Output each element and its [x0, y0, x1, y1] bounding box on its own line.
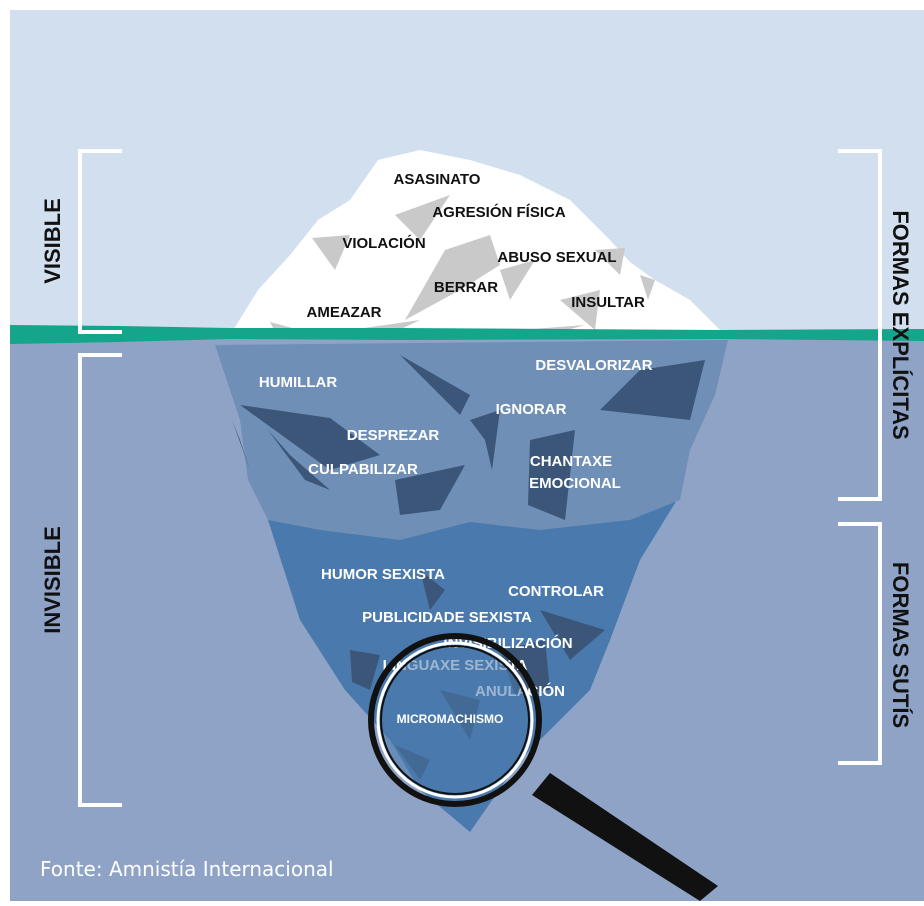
label-berrar: BERRAR: [434, 279, 498, 296]
label-chantaxe: CHANTAXE: [530, 453, 612, 470]
label-insultar: INSULTAR: [571, 294, 645, 311]
label-asasinato: ASASINATO: [394, 171, 481, 188]
label-violacion: VIOLACIÓN: [342, 234, 425, 252]
side-label-explicit: FORMAS EXPLÍCITAS: [888, 210, 913, 439]
label-agresion-fisica: AGRESIÓN FÍSICA: [432, 203, 566, 221]
label-desprezar: DESPREZAR: [347, 427, 440, 444]
label-publicidade-sexista: PUBLICIDADE SEXISTA: [362, 609, 532, 626]
iceberg-middle: [215, 340, 728, 540]
label-humillar: HUMILLAR: [259, 374, 337, 391]
label-abuso-sexual: ABUSO SEXUAL: [497, 249, 616, 266]
label-desvalorizar: DESVALORIZAR: [535, 357, 652, 374]
below-water-upper-labels: HUMILLAR DESVALORIZAR IGNORAR DESPREZAR …: [259, 357, 653, 492]
bracket-invisible: [78, 353, 122, 807]
magnifying-glass-icon: [368, 633, 718, 901]
label-ignorar: IGNORAR: [496, 401, 567, 418]
side-label-visible: VISIBLE: [40, 198, 65, 284]
source-text: Fonte: Amnistía Internacional: [40, 857, 334, 881]
label-controlar: CONTROLAR: [508, 583, 604, 600]
side-label-subtle: FORMAS SUTÍS: [888, 562, 913, 728]
bracket-visible: [78, 149, 122, 334]
label-emocional: EMOCIONAL: [529, 475, 621, 492]
side-label-invisible: INVISIBLE: [40, 526, 65, 634]
water-line: [10, 325, 924, 344]
bracket-subtle: [838, 522, 882, 765]
label-culpabilizar: CULPABILIZAR: [308, 461, 418, 478]
label-ameazar: AMEAZAR: [307, 304, 382, 321]
label-humor-sexista: HUMOR SEXISTA: [321, 566, 445, 583]
above-water-labels: ASASINATO AGRESIÓN FÍSICA VIOLACIÓN ABUS…: [307, 171, 645, 321]
bracket-explicit: [838, 149, 882, 501]
magnified-area: MICROMACHISMO: [377, 642, 533, 798]
label-micromachismo: MICROMACHISMO: [397, 712, 504, 726]
